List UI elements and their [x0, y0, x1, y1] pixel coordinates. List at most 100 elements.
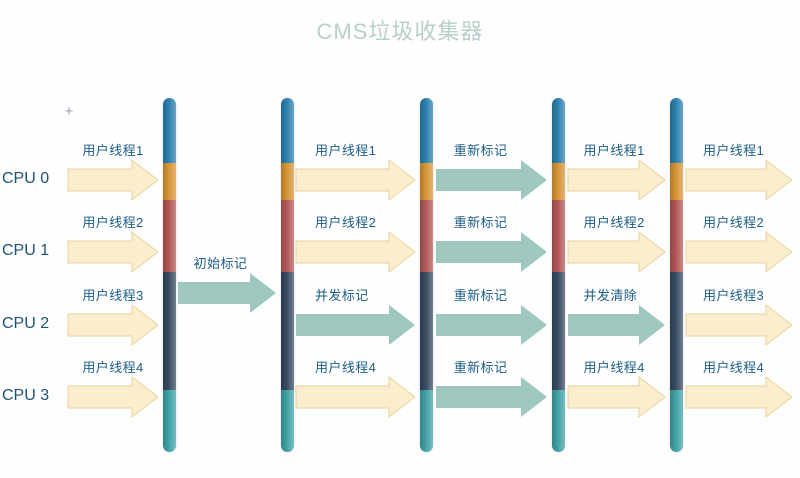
- heap-segment-free: [163, 390, 176, 452]
- arrow-user-thread-4-col1-label: 用户线程4: [82, 360, 144, 375]
- heap-segment-free: [420, 390, 433, 452]
- arrow-user-thread-3-col6-svg: [685, 303, 793, 347]
- arrow-user-thread-1-col1-svg: [67, 158, 159, 202]
- cpu-label-2: CPU 2: [2, 315, 50, 332]
- arrow-concurrent-mark: [296, 305, 415, 345]
- arrow-user-thread-2-col5-svg: [567, 230, 666, 274]
- heap-segment-eden: [420, 98, 433, 164]
- arrow-remark-3-svg: [436, 305, 547, 345]
- arrow-remark-1: [436, 160, 547, 200]
- heap-segment-eden: [552, 98, 565, 164]
- arrow-concurrent-mark-shape: [296, 305, 415, 345]
- heap-segment-survivor: [420, 163, 433, 201]
- heap-segment-free: [281, 390, 294, 452]
- arrow-remark-1-label: 重新标记: [453, 143, 508, 158]
- arrow-user-thread-1-col1-shape: [67, 158, 159, 202]
- arrow-user-thread-2-col3-label: 用户线程2: [315, 215, 377, 230]
- arrow-user-thread-4-col6-shape: [685, 375, 793, 419]
- arrow-user-thread-4-col5-svg: [567, 375, 666, 419]
- arrow-user-thread-1-col6-shape: [685, 158, 793, 202]
- heap-segment-old: [670, 200, 683, 273]
- arrow-user-thread-4-col3: [295, 375, 416, 419]
- arrow-user-thread-2-col3-svg: [295, 230, 416, 274]
- heap-bar-5: [670, 98, 683, 452]
- arrow-user-thread-4-col5-label: 用户线程4: [583, 360, 645, 375]
- arrow-user-thread-2-col5-shape: [567, 230, 666, 274]
- arrow-concurrent-sweep: [568, 305, 665, 345]
- arrow-remark-4: [436, 377, 547, 417]
- heap-segment-free: [552, 390, 565, 452]
- heap-segment-survivor: [163, 163, 176, 201]
- arrow-user-thread-4-col1: [67, 375, 159, 419]
- arrow-remark-2-label: 重新标记: [453, 215, 508, 230]
- arrow-remark-3: [436, 305, 547, 345]
- arrow-user-thread-4-col1-svg: [67, 375, 159, 419]
- arrow-user-thread-4-col3-shape: [295, 375, 416, 419]
- arrow-user-thread-4-col3-svg: [295, 375, 416, 419]
- arrow-user-thread-4-col6-svg: [685, 375, 793, 419]
- heap-segment-eden: [281, 98, 294, 164]
- arrow-initial-mark-label: 初始标记: [193, 255, 248, 271]
- arrow-initial-mark-shape: [178, 272, 276, 313]
- cpu-label-0: CPU 0: [2, 170, 50, 187]
- arrow-user-thread-4-col5-shape: [567, 375, 666, 419]
- arrow-user-thread-3-col1-shape: [67, 303, 159, 347]
- arrow-remark-1-svg: [436, 160, 547, 200]
- arrow-remark-2-shape: [436, 232, 547, 272]
- heap-bar-1: [163, 98, 176, 452]
- heap-segment-old: [281, 200, 294, 273]
- heap-bar-4: [552, 98, 565, 452]
- arrow-user-thread-1-col5: [567, 158, 666, 202]
- arrow-remark-3-label: 重新标记: [453, 288, 508, 303]
- arrow-user-thread-4-col6: [685, 375, 793, 419]
- arrow-initial-mark-svg: [178, 272, 276, 313]
- heap-segment-eden: [670, 98, 683, 164]
- heap-segment-free: [670, 390, 683, 452]
- heap-segment-survivor: [281, 163, 294, 201]
- arrow-user-thread-2-col1-svg: [67, 230, 159, 274]
- arrow-user-thread-1-col6-label: 用户线程1: [702, 143, 765, 158]
- arrow-concurrent-sweep-svg: [568, 305, 665, 345]
- arrow-user-thread-2-col1-shape: [67, 230, 159, 274]
- arrow-user-thread-2-col6: [685, 230, 793, 274]
- arrow-remark-3-shape: [436, 305, 547, 345]
- arrow-user-thread-1-col5-svg: [567, 158, 666, 202]
- arrow-user-thread-3-col1-label: 用户线程3: [82, 288, 144, 303]
- arrow-user-thread-4-col5: [567, 375, 666, 419]
- arrow-user-thread-2-col6-label: 用户线程2: [702, 215, 765, 230]
- arrow-user-thread-1-col6-svg: [685, 158, 793, 202]
- arrow-remark-1-shape: [436, 160, 547, 200]
- arrow-user-thread-2-col6-shape: [685, 230, 793, 274]
- arrow-user-thread-3-col6-shape: [685, 303, 793, 347]
- heap-bar-3: [420, 98, 433, 452]
- arrow-remark-2: [436, 232, 547, 272]
- heap-segment-meta: [420, 272, 433, 391]
- heap-segment-meta: [552, 272, 565, 391]
- arrow-user-thread-1-col5-label: 用户线程1: [583, 143, 645, 158]
- heap-segment-meta: [281, 272, 294, 391]
- arrow-user-thread-2-col3-shape: [295, 230, 416, 274]
- arrow-user-thread-2-col5: [567, 230, 666, 274]
- arrow-remark-4-label: 重新标记: [453, 360, 508, 375]
- arrow-user-thread-2-col1: [67, 230, 159, 274]
- arrow-user-thread-2-col6-svg: [685, 230, 793, 274]
- heap-segment-old: [163, 200, 176, 273]
- arrow-user-thread-1-col3-svg: [295, 158, 416, 202]
- heap-segment-old: [420, 200, 433, 273]
- arrow-initial-mark: [178, 272, 276, 313]
- heap-segment-eden: [163, 98, 176, 164]
- arrow-user-thread-2-col3: [295, 230, 416, 274]
- arrow-user-thread-4-col6-label: 用户线程4: [702, 360, 765, 375]
- plus-icon: +: [64, 103, 74, 120]
- arrow-user-thread-2-col1-label: 用户线程2: [82, 215, 144, 230]
- heap-segment-old: [552, 200, 565, 273]
- arrow-user-thread-1-col3-label: 用户线程1: [315, 143, 377, 158]
- arrow-user-thread-4-col3-label: 用户线程4: [315, 360, 377, 375]
- arrow-remark-4-svg: [436, 377, 547, 417]
- cpu-label-1: CPU 1: [2, 242, 50, 259]
- arrow-remark-2-svg: [436, 232, 547, 272]
- arrow-concurrent-sweep-label: 并发清除: [583, 288, 638, 303]
- arrow-user-thread-3-col1-svg: [67, 303, 159, 347]
- arrow-concurrent-mark-svg: [296, 305, 415, 345]
